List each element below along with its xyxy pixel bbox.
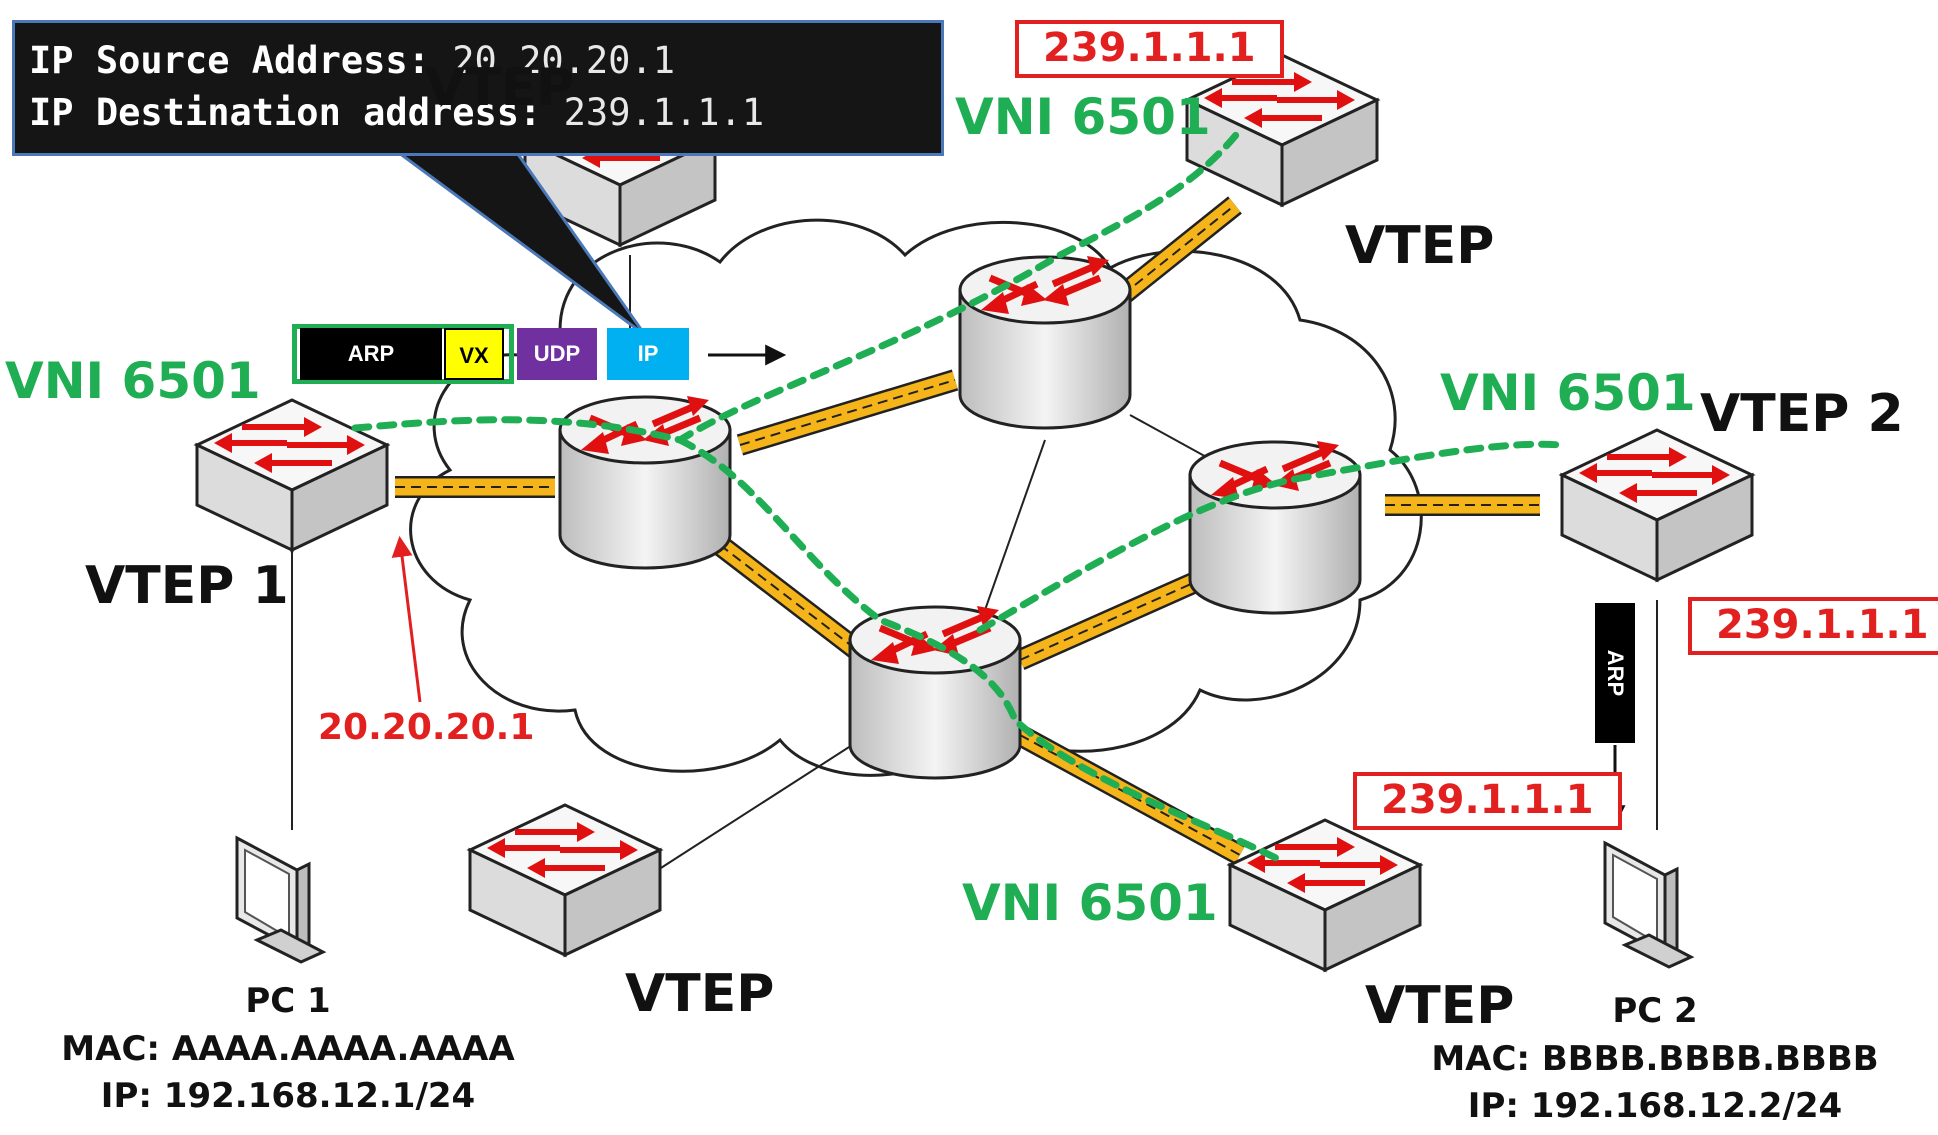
ip-header-tooltip: IP Source Address: 20.20.20.1 IP Destina… bbox=[12, 20, 944, 156]
switch-vtep1 bbox=[197, 400, 387, 550]
pc1-icon bbox=[235, 836, 325, 964]
pc1-name: PC 1 bbox=[245, 981, 331, 1021]
vni-multicast-paths bbox=[351, 126, 1564, 864]
pc1-mac: MAC: AAAA.AAAA.AAAA bbox=[61, 1028, 515, 1069]
packet-header-udp: UDP bbox=[517, 328, 597, 380]
packet-header-ip: IP bbox=[607, 328, 689, 380]
pc2-icon bbox=[1603, 841, 1693, 969]
vni-left-label: VNI 6501 bbox=[5, 352, 261, 410]
tooltip-source-value: 20.20.20.1 bbox=[452, 39, 676, 82]
vtep1-label: VTEP 1 bbox=[85, 556, 289, 616]
multicast-top-label: 239.1.1.1 bbox=[1015, 20, 1284, 78]
vtep-bottom-right-label: VTEP bbox=[1365, 976, 1515, 1036]
router-bottom bbox=[850, 606, 1020, 778]
vni-bottom-label: VNI 6501 bbox=[962, 874, 1218, 932]
tooltip-dest-value: 239.1.1.1 bbox=[563, 91, 765, 134]
packet-header-arp: ARP bbox=[300, 328, 442, 380]
arp-vertical-tag: ARP bbox=[1595, 603, 1635, 743]
vni-right-label: VNI 6501 bbox=[1440, 364, 1696, 422]
vtep-top-right-label: VTEP bbox=[1345, 216, 1495, 276]
vtep1-ip-arrow bbox=[391, 535, 422, 703]
vtep1-ip-label: 20.20.20.1 bbox=[318, 707, 535, 748]
switch-vtep2 bbox=[1562, 430, 1752, 580]
orange-links bbox=[395, 196, 1540, 865]
arp-vertical-text: ARP bbox=[1603, 649, 1628, 697]
tooltip-source-label: IP Source Address: bbox=[29, 39, 430, 82]
vtep-top-left-label: VTEP bbox=[425, 58, 575, 118]
switch-vtep-bottom-left bbox=[470, 805, 660, 955]
pc1-info: PC 1 MAC: AAAA.AAAA.AAAA IP: 192.168.12.… bbox=[58, 978, 518, 1121]
pc2-mac: MAC: BBBB.BBBB.BBBB bbox=[1431, 1038, 1879, 1079]
switch-vtep-bottom-right bbox=[1230, 820, 1420, 970]
tooltip-source-line: IP Source Address: 20.20.20.1 bbox=[29, 39, 675, 82]
router-right bbox=[1190, 441, 1360, 613]
multicast-right-label: 239.1.1.1 bbox=[1688, 597, 1938, 655]
packet-header-vx: VX bbox=[444, 328, 504, 380]
pc2-ip: IP: 192.168.12.2/24 bbox=[1467, 1086, 1843, 1127]
pc1-ip: IP: 192.168.12.1/24 bbox=[100, 1076, 476, 1117]
packet-header-frame bbox=[292, 324, 514, 384]
vtep2-label: VTEP 2 bbox=[1700, 384, 1904, 444]
tooltip-dest-line: IP Destination address: 239.1.1.1 bbox=[29, 91, 764, 134]
multicast-bottom-label: 239.1.1.1 bbox=[1353, 772, 1622, 830]
vni-top-label: VNI 6501 bbox=[955, 88, 1211, 146]
tooltip-dest-label: IP Destination address: bbox=[29, 91, 542, 134]
router-top bbox=[960, 256, 1130, 428]
vtep-bottom-left-label: VTEP bbox=[625, 964, 775, 1024]
pc2-name: PC 2 bbox=[1612, 991, 1698, 1031]
pc2-info: PC 2 MAC: BBBB.BBBB.BBBB IP: 192.168.12.… bbox=[1425, 988, 1885, 1131]
